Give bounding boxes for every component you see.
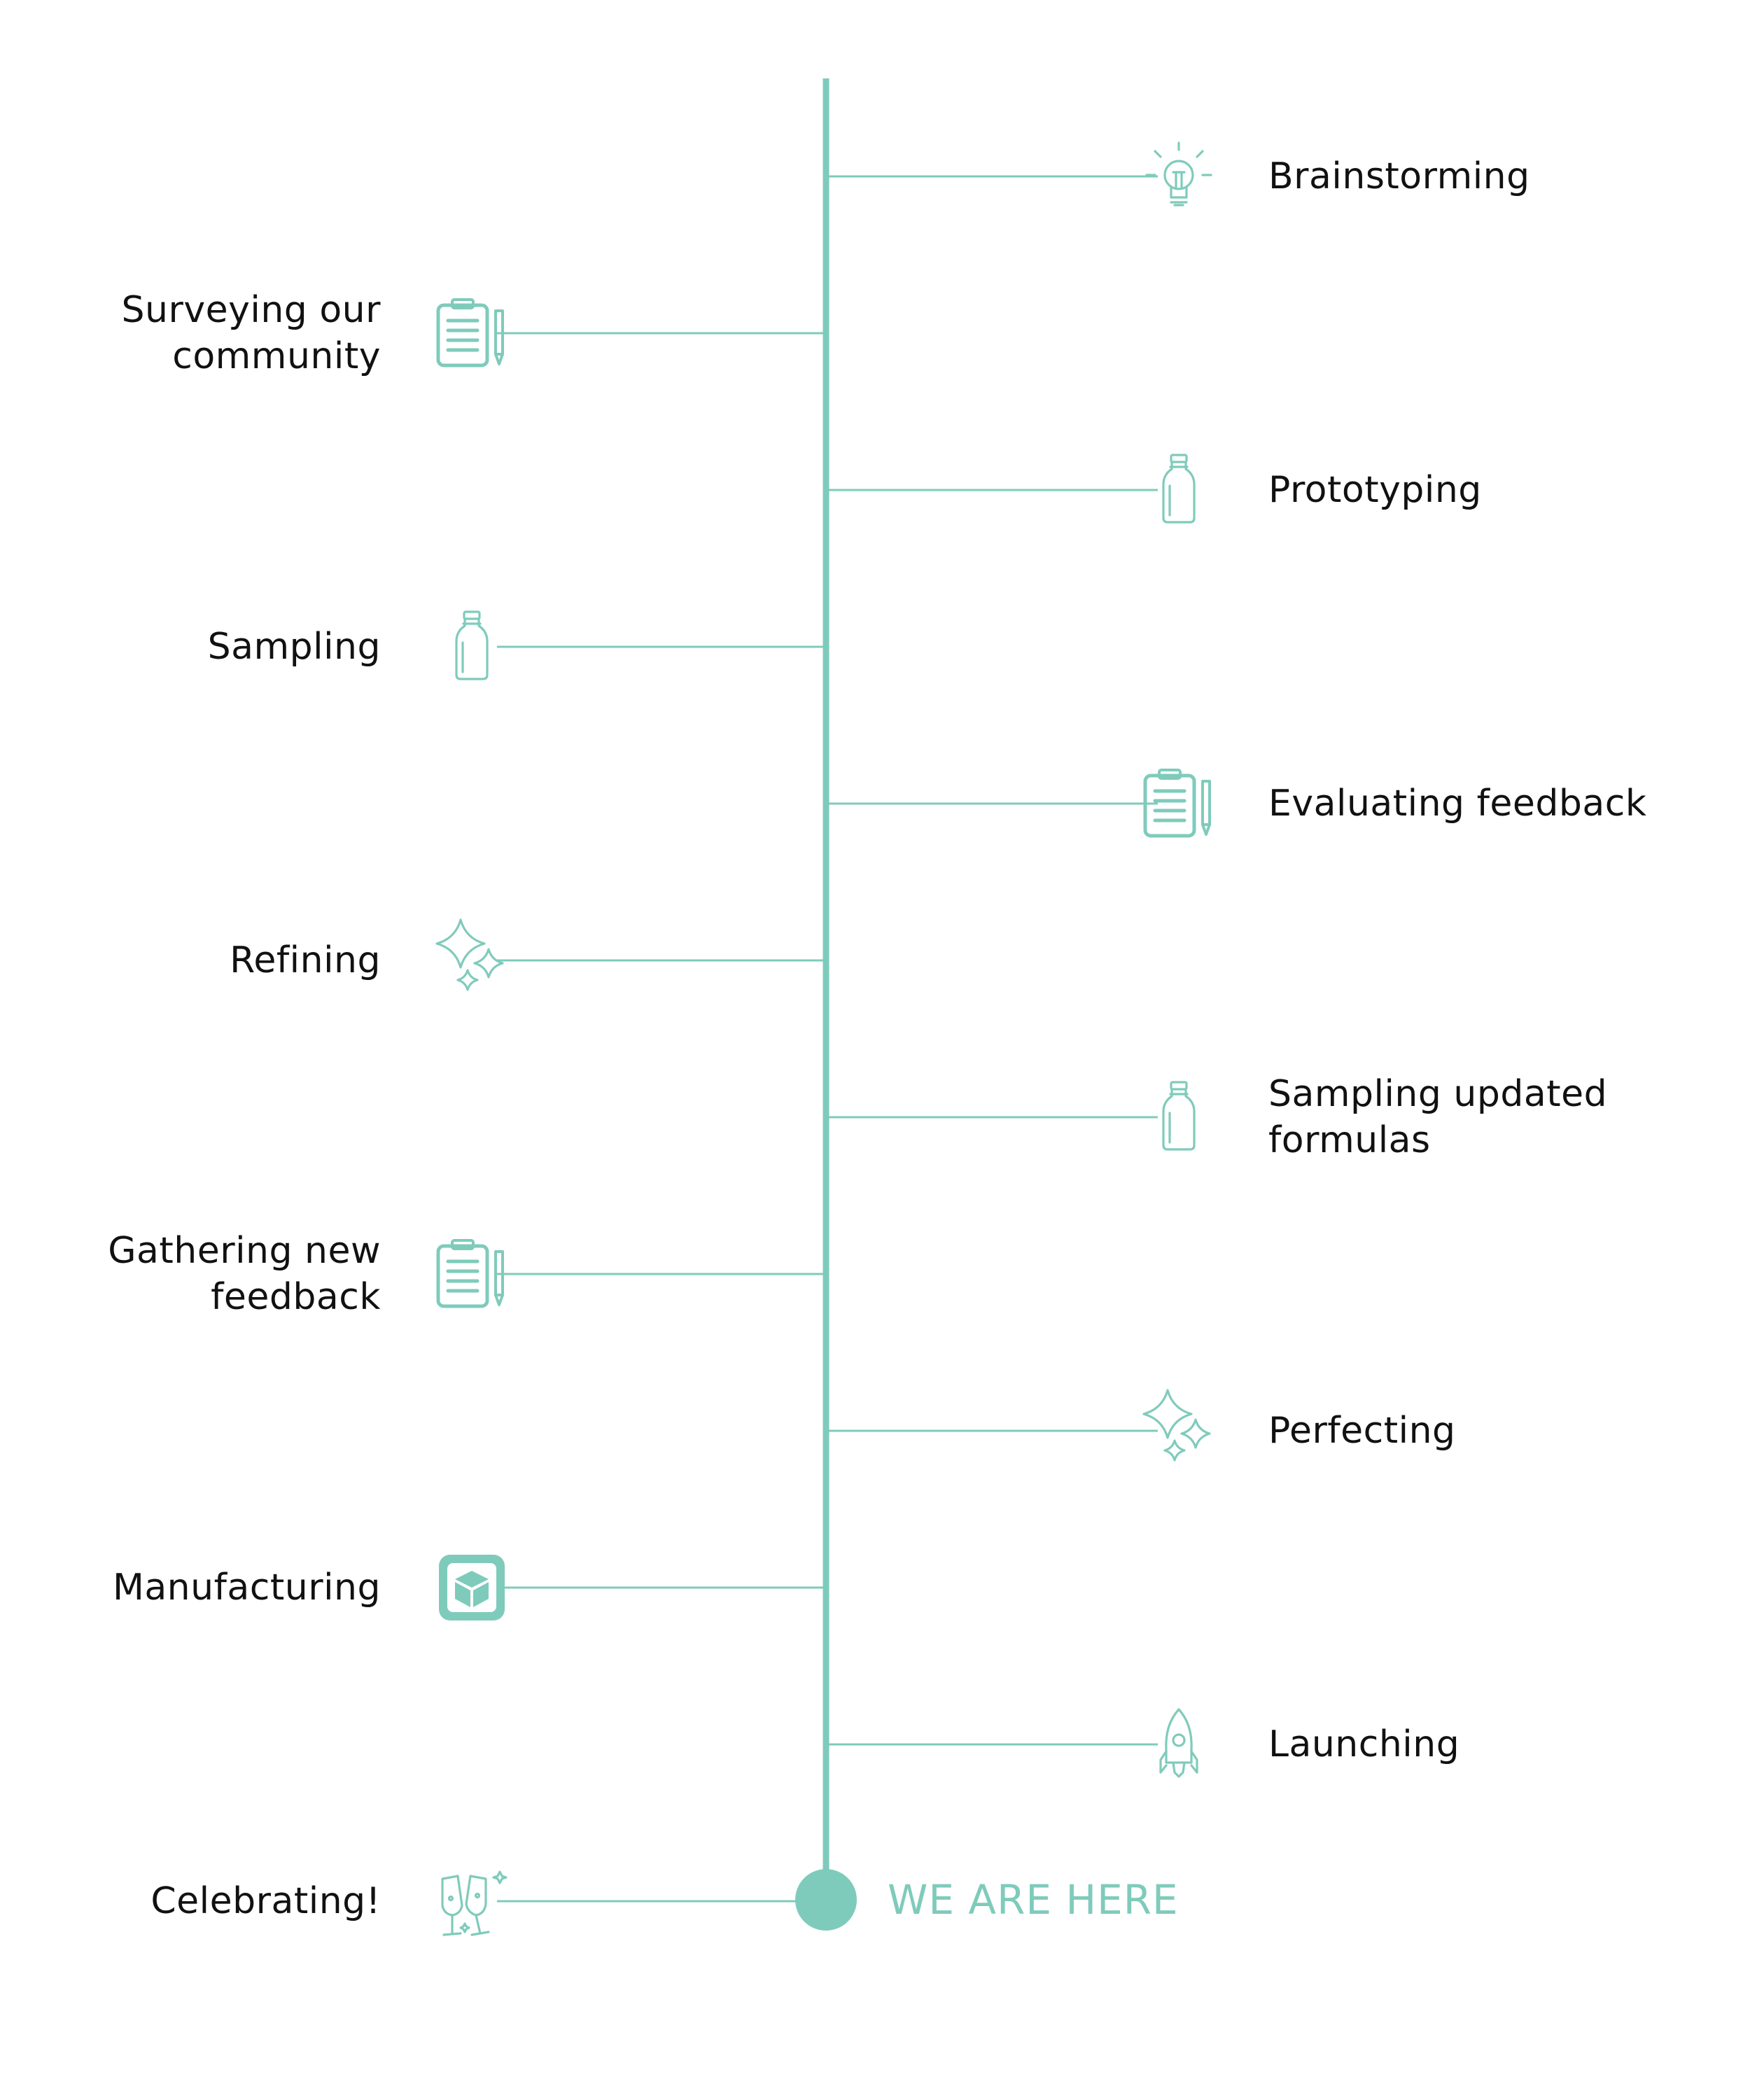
bottle-icon xyxy=(455,610,489,680)
clipboard-icon xyxy=(436,298,504,368)
clipboard-icon xyxy=(436,1239,504,1308)
step-label: Brainstorming xyxy=(1268,155,1530,197)
step-label: Evaluating feedback xyxy=(1268,783,1647,825)
rocket-icon xyxy=(1159,1708,1198,1778)
box-icon xyxy=(439,1555,505,1620)
sparkles-icon xyxy=(1142,1389,1211,1462)
step-label: Celebrating! xyxy=(150,1880,381,1922)
bottle-icon xyxy=(1162,1081,1196,1151)
lightbulb-icon xyxy=(1145,141,1212,206)
bottle-icon xyxy=(1162,454,1196,524)
step-label: Perfecting xyxy=(1268,1410,1456,1452)
sparkles-icon xyxy=(435,918,504,991)
step-label: Sampling xyxy=(207,626,381,668)
step-label: Prototyping xyxy=(1268,469,1482,511)
step-label: Surveying our community xyxy=(121,289,381,377)
clipboard-icon xyxy=(1143,769,1211,838)
step-label: Gathering new feedback xyxy=(108,1230,381,1318)
we-are-here-label: WE ARE HERE xyxy=(888,1876,1179,1924)
champagne-icon xyxy=(441,1870,507,1936)
step-label: Manufacturing xyxy=(112,1567,381,1609)
step-label: Sampling updated formulas xyxy=(1268,1073,1608,1161)
step-label: Launching xyxy=(1268,1723,1460,1765)
step-label: Refining xyxy=(230,939,381,981)
current-position-dot xyxy=(795,1869,857,1931)
